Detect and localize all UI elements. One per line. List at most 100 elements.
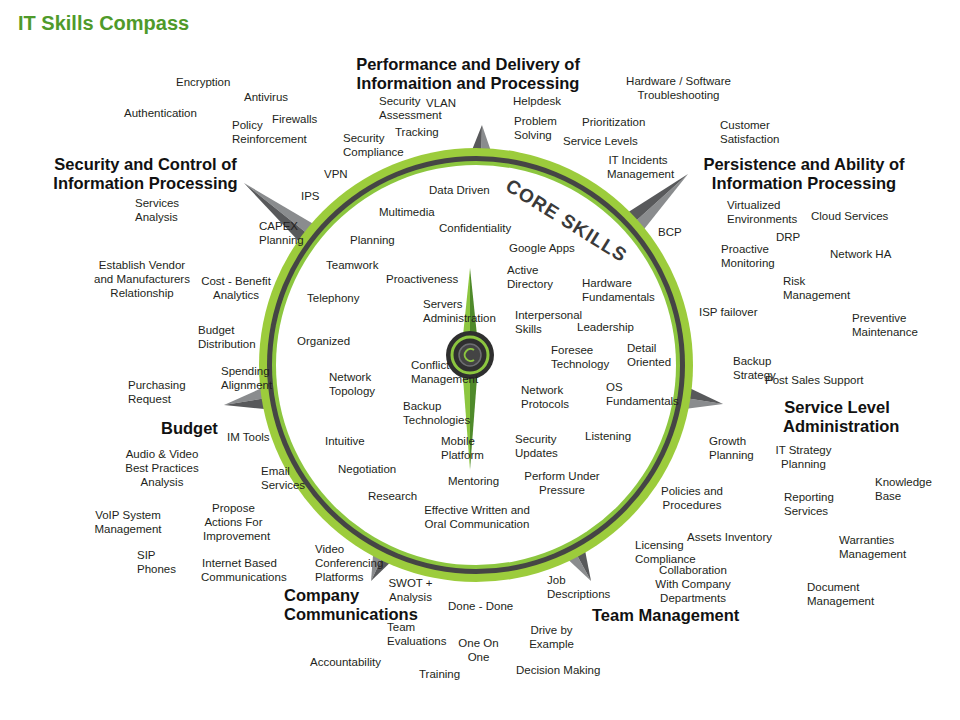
skill-label: Cost - Benefit Analytics [200,274,272,302]
skill-label: Proactiveness [386,272,458,286]
skill-label: Virtualized Environments [727,198,730,226]
skill-label: Leadership [577,320,634,334]
skill-label: Telephony [307,291,359,305]
skill-label: Foresee Technology [551,343,554,371]
skill-label: Risk Management [783,274,786,302]
skill-label: Mobile Platform [441,434,444,462]
skill-label: Hardware / Software Troubleshooting [625,74,732,102]
skill-label: Decision Making [516,663,600,677]
skill-label: Multimedia [379,205,435,219]
skill-label: BCP [658,225,682,239]
skill-label: Detail Oriented [627,341,630,369]
skill-label: Authentication [124,106,197,120]
skill-label: Reporting Services [784,490,787,518]
skill-label: Effective Written and Oral Communication [423,503,531,531]
skill-label: Warranties Management [839,533,842,561]
skill-label: Backup Technologies [403,399,406,427]
skill-label: Document Management [807,580,810,608]
skill-label: IM Tools [227,430,270,444]
skill-label: Service Levels [563,134,638,148]
skill-label: Helpdesk [513,94,561,108]
skill-label: Purchasing Request [128,378,131,406]
skill-label: Drive by Example [529,623,574,651]
skill-label: Data Driven [429,183,490,197]
skill-label: Job Descriptions [547,573,550,601]
inner-ring [272,161,680,569]
skill-label: Licensing Compliance [635,538,638,566]
skill-label: Training [419,667,460,681]
skill-label: Security Compliance [343,131,346,159]
hub-ring [452,337,488,373]
area-heading: Persistence and Ability of Information P… [702,155,906,193]
compass-needle [446,268,494,470]
skill-label: Assets Inventory [687,530,772,544]
area-heading: Team Management [592,606,739,625]
diagram-title: IT Skills Compass [18,12,189,35]
skill-label: CAPEX Planning [259,219,262,247]
skill-label: VPN [324,167,348,181]
skill-label: Active Directory [507,263,510,291]
compass-spikes [224,125,723,581]
skill-label: Email Services [261,464,264,492]
skill-label: OS Fundamentals [606,380,609,408]
skill-label: Prioritization [582,115,645,129]
skill-label: Post Sales Support [765,373,863,387]
compass-face [276,165,676,565]
skill-label: Done - Done [448,599,513,613]
skill-label: Policies and Procedures [660,484,724,512]
skill-label: IPS [301,189,320,203]
skill-label: Preventive Maintenance [852,311,855,339]
area-heading: Budget [161,419,218,438]
skill-label: Intuitive [325,434,365,448]
skill-label: Hardware Fundamentals [582,276,585,304]
skill-label: Cloud Services [811,209,888,223]
skill-label: Security Updates [515,432,518,460]
skill-label: Problem Solving [514,114,517,142]
skill-label: Budget Distribution [198,323,201,351]
hub-logo [465,349,474,361]
skill-label: SIP Phones [137,548,140,576]
skill-label: Antivirus [244,90,288,104]
skill-label: Propose Actions For Improvement [203,501,264,543]
skill-label: Tracking [395,125,439,139]
skill-label: Network Protocols [521,383,524,411]
outer-ring [259,148,693,582]
skill-label: Listening [585,429,631,443]
skill-label: Collaboration With Company Departments [654,563,732,605]
skill-label: SWOT + Analysis [387,576,434,604]
area-heading: Performance and Delivery of Informaition… [355,55,581,93]
skill-label: Accountability [310,655,381,669]
skill-label: Research [368,489,417,503]
skill-label: Conflict Management [411,358,414,386]
skill-label: Growth Planning [709,434,712,462]
skill-label: Establish Vendor and Manufacturers Relat… [93,258,191,300]
dark-ring [267,156,685,574]
skill-label: Policy Reinforcement [232,118,235,146]
skill-label: Firewalls [272,112,317,126]
skill-label: VoIP System Management [94,508,162,536]
skill-label: Teamwork [326,258,378,272]
skill-label: One On One [457,636,500,664]
needle-hub [446,331,494,379]
skill-label: Negotiation [338,462,396,476]
skill-label: Knowledge Base [875,475,878,503]
skill-label: IT Incidents Management [607,153,669,181]
skill-label: Proactive Monitoring [721,242,724,270]
skill-label: Mentoring [448,474,499,488]
skill-label: Organized [297,334,350,348]
skill-label: Services Analysis [135,196,138,224]
area-heading: Service Level Administration [783,398,891,436]
skill-label: Spending Alignment [221,364,224,392]
skill-label: Internet Based Communications [201,556,278,584]
skill-label: Network Topology [329,370,332,398]
skill-label: Video Conferencing Platforms [315,542,318,584]
skill-label: Network HA [830,247,891,261]
skill-label: Google Apps [509,241,575,255]
skill-label: VLAN [426,96,456,110]
skill-label: Interpersonal Skills [515,308,518,336]
skill-label: Security Assessment [379,94,382,122]
skill-label: Planning [350,233,395,247]
area-heading: Security and Control of Information Proc… [52,155,239,193]
skill-label: Confidentiality [439,221,511,235]
skill-label: DRP [776,230,800,244]
